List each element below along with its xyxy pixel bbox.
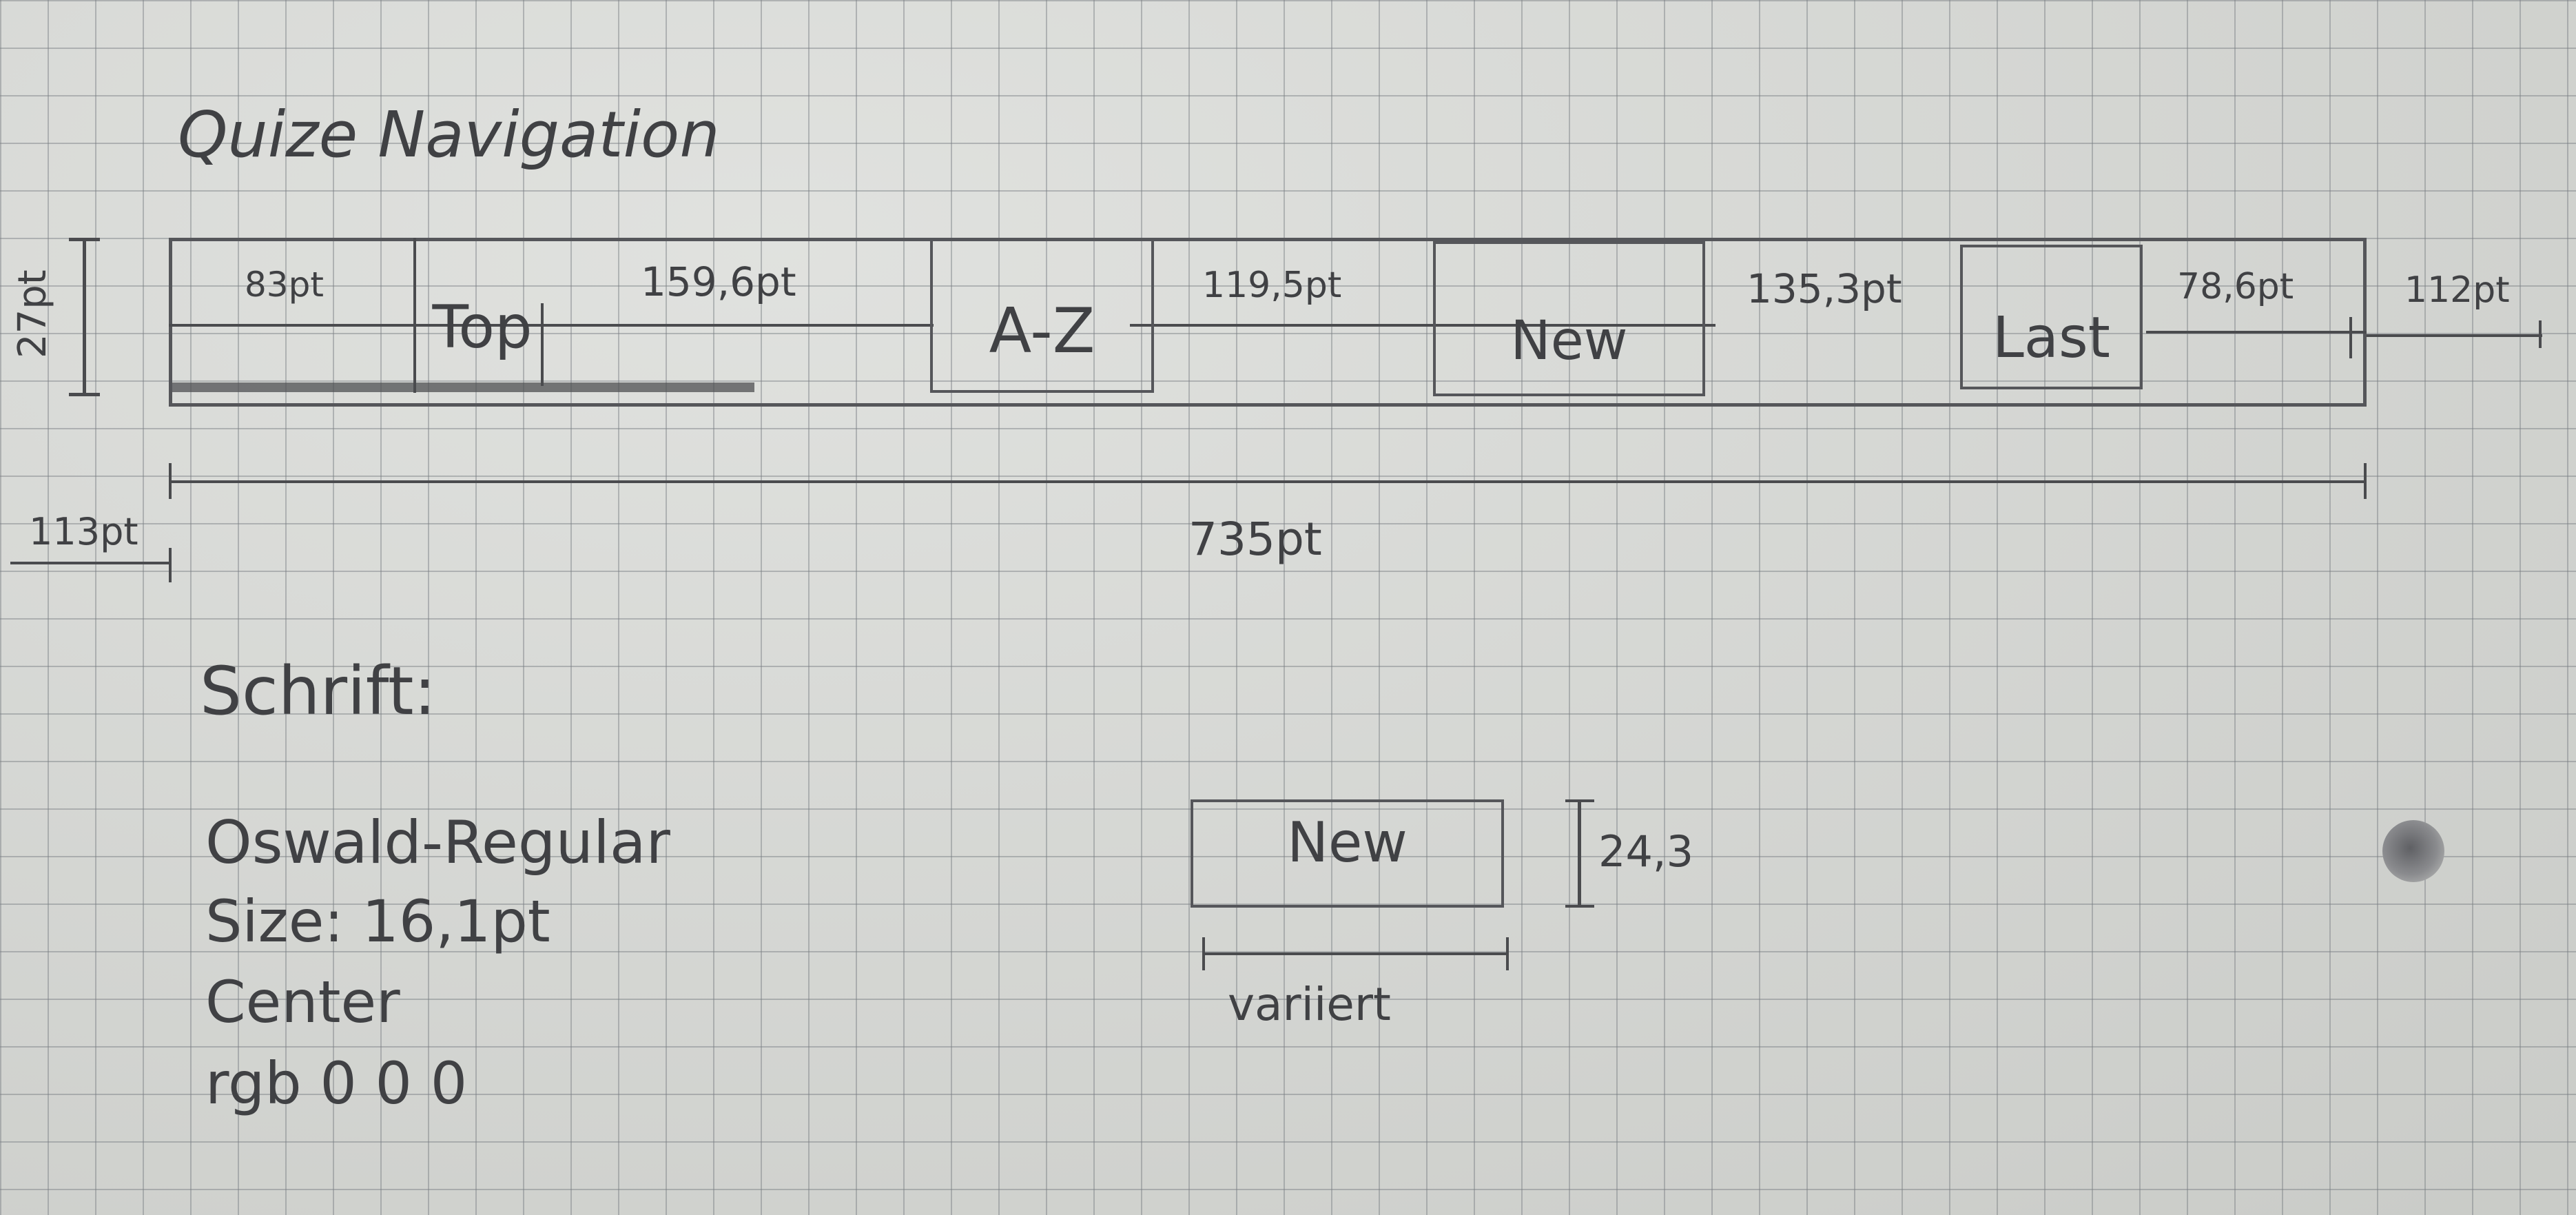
example-width-cap-left [1202, 937, 1205, 970]
nav-item-new-box[interactable] [1433, 241, 1705, 396]
gap1-divider [413, 238, 416, 393]
right-margin-cap [2539, 320, 2542, 348]
total-width-line [169, 480, 2367, 483]
right-margin-line [2367, 334, 2542, 337]
example-height-cap-top [1565, 799, 1594, 802]
top-divider [541, 303, 544, 386]
height-indicator-cap-top [69, 238, 100, 241]
example-button-label[interactable]: New [1287, 810, 1408, 875]
example-height-label: 24,3 [1598, 826, 1694, 877]
gap5-tick [2349, 317, 2352, 358]
nav-item-new[interactable]: New [1510, 310, 1628, 372]
example-width-cap-right [1506, 937, 1509, 970]
example-width-label: variiert [1228, 978, 1391, 1031]
nav-bar-midline-far-right [2146, 331, 2367, 334]
nav-item-az-box[interactable] [930, 238, 1154, 393]
gap4-width-label: 135,3pt [1746, 265, 1902, 312]
gap2-width-label: 159,6pt [641, 258, 796, 305]
height-indicator-line [83, 238, 86, 396]
nav-item-az[interactable]: A-Z [989, 294, 1095, 367]
left-margin-line [10, 562, 169, 564]
example-height-cap-bottom [1565, 905, 1594, 908]
left-margin-label: 113pt [29, 510, 138, 553]
example-button-box[interactable] [1191, 799, 1504, 908]
example-height-line [1578, 799, 1581, 908]
font-align: Center [205, 968, 400, 1036]
nav-bar-midline [169, 324, 934, 327]
total-width-label: 735pt [1188, 513, 1322, 566]
gap3-width-label: 119,5pt [1202, 265, 1342, 306]
nav-height-label: 27pt [10, 269, 55, 358]
font-size: Size: 16,1pt [205, 888, 550, 955]
nav-item-last[interactable]: Last [1992, 305, 2110, 371]
nav-bar-midline-right [1130, 324, 1715, 327]
font-name: Oswald-Regular [205, 808, 670, 877]
font-heading: Schrift: [200, 653, 436, 730]
height-indicator-cap-bottom [69, 393, 100, 396]
nav-item-last-box[interactable] [1960, 245, 2143, 389]
total-width-cap-right [2364, 463, 2367, 499]
punch-hole [2382, 820, 2444, 882]
font-color: rgb 0 0 0 [205, 1050, 468, 1117]
example-width-line [1202, 952, 1509, 955]
total-width-cap-left [169, 463, 172, 499]
gap5-width-label: 78,6pt [2177, 266, 2294, 307]
gap1-width-label: 83pt [245, 265, 324, 305]
right-margin-label: 112pt [2404, 269, 2510, 311]
nav-bar-outline [169, 238, 2367, 407]
diagram-title: Quize Navigation [178, 98, 720, 172]
left-margin-cap [169, 548, 172, 582]
nav-item-top[interactable]: Top [432, 293, 533, 362]
nav-shadow-line [172, 382, 754, 392]
